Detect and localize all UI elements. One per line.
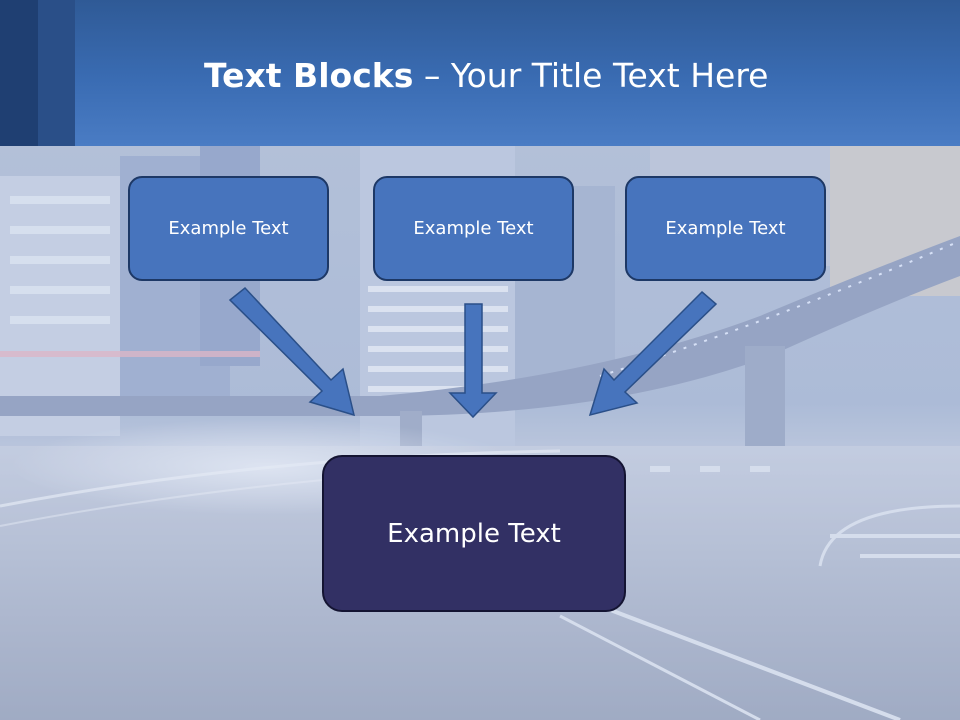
title-rest-text: – Your Title Text Here [413, 56, 769, 95]
main-text-block-label: Example Text [387, 518, 561, 549]
slide-title[interactable]: Text Blocks – Your Title Text Here [204, 56, 768, 96]
header-accent-stripe [0, 0, 38, 146]
header-accent-stripe [38, 0, 75, 146]
text-block-1[interactable]: Example Text [128, 176, 329, 281]
text-block-2[interactable]: Example Text [373, 176, 574, 281]
text-block-1-label: Example Text [168, 218, 289, 239]
title-bold-text: Text Blocks [204, 56, 414, 95]
header-band [0, 0, 960, 146]
text-block-2-label: Example Text [413, 218, 534, 239]
text-block-3-label: Example Text [665, 218, 786, 239]
text-block-3[interactable]: Example Text [625, 176, 826, 281]
main-text-block[interactable]: Example Text [322, 455, 626, 612]
